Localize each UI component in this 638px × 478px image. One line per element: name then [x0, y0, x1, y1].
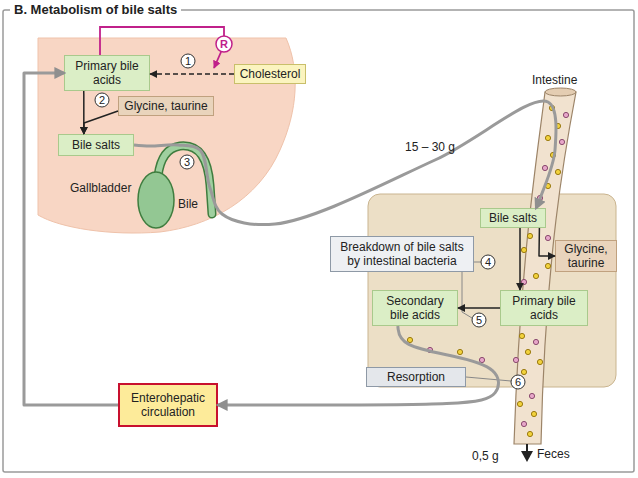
node-text: Breakdown of bile salts by intestinal ba… — [334, 240, 470, 268]
intestine-panel — [368, 194, 616, 387]
callout-number: 4 — [485, 257, 491, 268]
node-text: Secondary bile acids — [376, 294, 454, 322]
bile-dot — [521, 421, 526, 426]
feedback-arrow — [214, 52, 221, 68]
leader-line — [462, 272, 472, 318]
node-text: Bile salts — [489, 211, 537, 225]
circulation-box: Enterohepatic circulation — [118, 383, 218, 427]
bile-dot — [545, 135, 550, 140]
leader-line — [474, 262, 481, 263]
node-text: Primary bile acids — [68, 59, 146, 87]
flow-arrow — [84, 111, 118, 134]
organ-label: Gallbladder — [70, 182, 131, 194]
feedback-line — [100, 27, 224, 55]
bile-dot — [542, 165, 547, 170]
bile-dot — [529, 393, 534, 398]
bile-dot — [537, 195, 542, 200]
bile-dot — [521, 369, 526, 374]
acid-box: Primary bile acids — [500, 290, 588, 326]
node-text: Glycine, taurine — [124, 99, 207, 113]
bile-dot — [427, 347, 432, 352]
callout-number: 6 — [515, 377, 521, 388]
bile-dot — [513, 357, 518, 362]
bile-dot — [550, 152, 555, 157]
bile-dot — [479, 357, 484, 362]
figure-title: B. Metabolism of bile salts — [10, 2, 181, 18]
node-text: Cholesterol — [240, 67, 301, 81]
callout-circle — [95, 93, 109, 107]
callout-circle — [481, 255, 495, 269]
node-text: Resorption — [387, 370, 445, 384]
bile-dot — [407, 337, 412, 342]
bile-dot — [559, 139, 564, 144]
callout-circle — [472, 313, 486, 327]
node-text: Glycine, taurine — [559, 242, 613, 270]
bile-dot — [525, 349, 530, 354]
bile-dot — [549, 105, 554, 110]
figure-frame — [3, 10, 634, 472]
conjugate-box: Glycine, taurine — [555, 240, 617, 272]
excretion-arrow — [521, 451, 533, 462]
bile-dot — [527, 431, 532, 436]
node-text: Enterohepatic circulation — [123, 391, 213, 419]
intestine-opening — [545, 88, 576, 96]
fluid-label: Bile — [178, 198, 198, 210]
regulation-mark: R — [220, 39, 228, 50]
salt-box: Bile salts — [58, 134, 134, 156]
regulation-circle — [216, 36, 232, 52]
callout-number: 1 — [185, 56, 191, 67]
bile-dot — [555, 123, 560, 128]
flow-arrow — [539, 228, 555, 256]
flow-arrow — [218, 326, 498, 405]
leader-line — [466, 377, 511, 381]
bile-dot — [521, 279, 526, 284]
bile-dot — [537, 359, 542, 364]
output-label: Feces — [537, 448, 570, 460]
bile-dot — [519, 333, 524, 338]
bile-dot — [457, 349, 462, 354]
callout-box: Resorption — [366, 367, 466, 387]
bile-dot — [517, 401, 522, 406]
bile-dot — [555, 169, 560, 174]
bile-dot — [533, 339, 538, 344]
acid-box: Secondary bile acids — [372, 290, 458, 326]
callout-number: 3 — [184, 157, 190, 168]
flow-arrow — [458, 307, 500, 309]
bile-dot — [545, 263, 550, 268]
substrate-box: Cholesterol — [234, 64, 306, 84]
callout-circle — [181, 54, 195, 68]
bile-dot — [563, 112, 568, 117]
flow-arrow — [24, 73, 118, 405]
salt-box: Bile salts — [480, 208, 546, 228]
bile-dot — [545, 183, 550, 188]
conjugate-box: Glycine, taurine — [118, 96, 214, 116]
callout-circle — [511, 375, 525, 389]
excretion-arrow — [526, 444, 528, 452]
flow-arrow — [134, 101, 556, 225]
callout-box: Breakdown of bile salts by intestinal ba… — [330, 236, 474, 272]
node-text: Bile salts — [72, 138, 120, 152]
acid-box: Primary bile acids — [64, 55, 150, 91]
flow-amount: 15 – 30 g — [405, 140, 455, 154]
bile-dot — [527, 233, 532, 238]
callout-number: 5 — [476, 315, 482, 326]
flow-arrow — [150, 73, 234, 75]
flow-arrow — [519, 228, 521, 290]
gallbladder-shape — [138, 172, 174, 228]
organ-label: Intestine — [532, 74, 577, 86]
amount-label: 0,5 g — [472, 450, 499, 462]
callout-circle — [180, 155, 194, 169]
node-text: Primary bile acids — [504, 294, 584, 322]
bile-dot — [545, 235, 550, 240]
bile-dot — [521, 247, 526, 252]
callout-number: 2 — [99, 95, 105, 106]
bile-dot — [531, 411, 536, 416]
bile-dot — [533, 273, 538, 278]
flow-arrow — [83, 91, 85, 134]
